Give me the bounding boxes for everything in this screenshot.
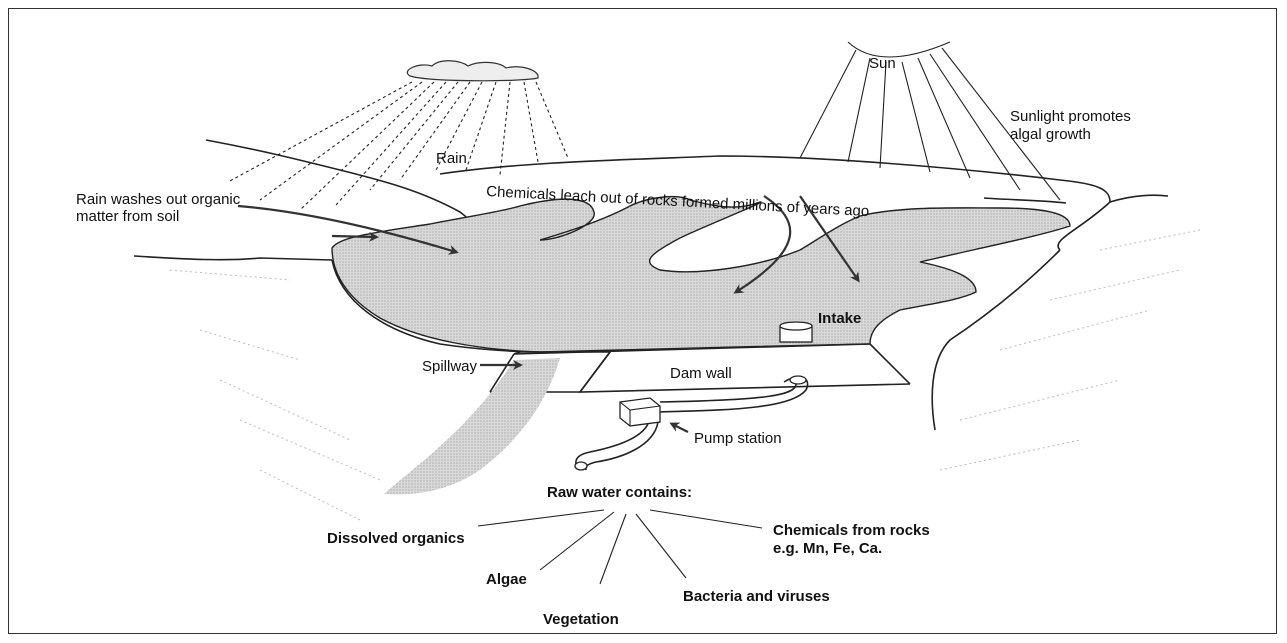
chemicals-from-rocks-line2: e.g. Mn, Fe, Ca.: [773, 540, 882, 557]
intake-label: Intake: [818, 310, 861, 327]
dissolved-organics-label: Dissolved organics: [327, 530, 465, 547]
algae-label: Algae: [486, 571, 527, 588]
chemicals-from-rocks-line1: Chemicals from rocks: [773, 522, 930, 539]
rain-label: Rain: [436, 150, 467, 167]
pump-station-label: Pump station: [694, 430, 782, 447]
pump-station-box: [620, 398, 660, 426]
intake-structure: [780, 322, 812, 342]
rain-washes-label-line1: Rain washes out organic: [76, 191, 241, 208]
reservoir-water: [332, 197, 1070, 352]
dam-wall-label: Dam wall: [670, 365, 732, 382]
cloud-icon: [407, 61, 538, 81]
sun-label: Sun: [869, 55, 896, 72]
sunlight-label-line2: algal growth: [1010, 126, 1091, 143]
spillway-label: Spillway: [422, 358, 478, 375]
rain-washes-label-line2: matter from soil: [76, 208, 179, 225]
vegetation-label: Vegetation: [543, 611, 619, 628]
bacteria-label: Bacteria and viruses: [683, 588, 830, 605]
sun-icon: [848, 42, 950, 57]
spillway-flow: [384, 358, 560, 494]
raw-water-heading: Raw water contains:: [547, 484, 692, 501]
sunlight-label-line1: Sunlight promotes: [1010, 108, 1131, 125]
